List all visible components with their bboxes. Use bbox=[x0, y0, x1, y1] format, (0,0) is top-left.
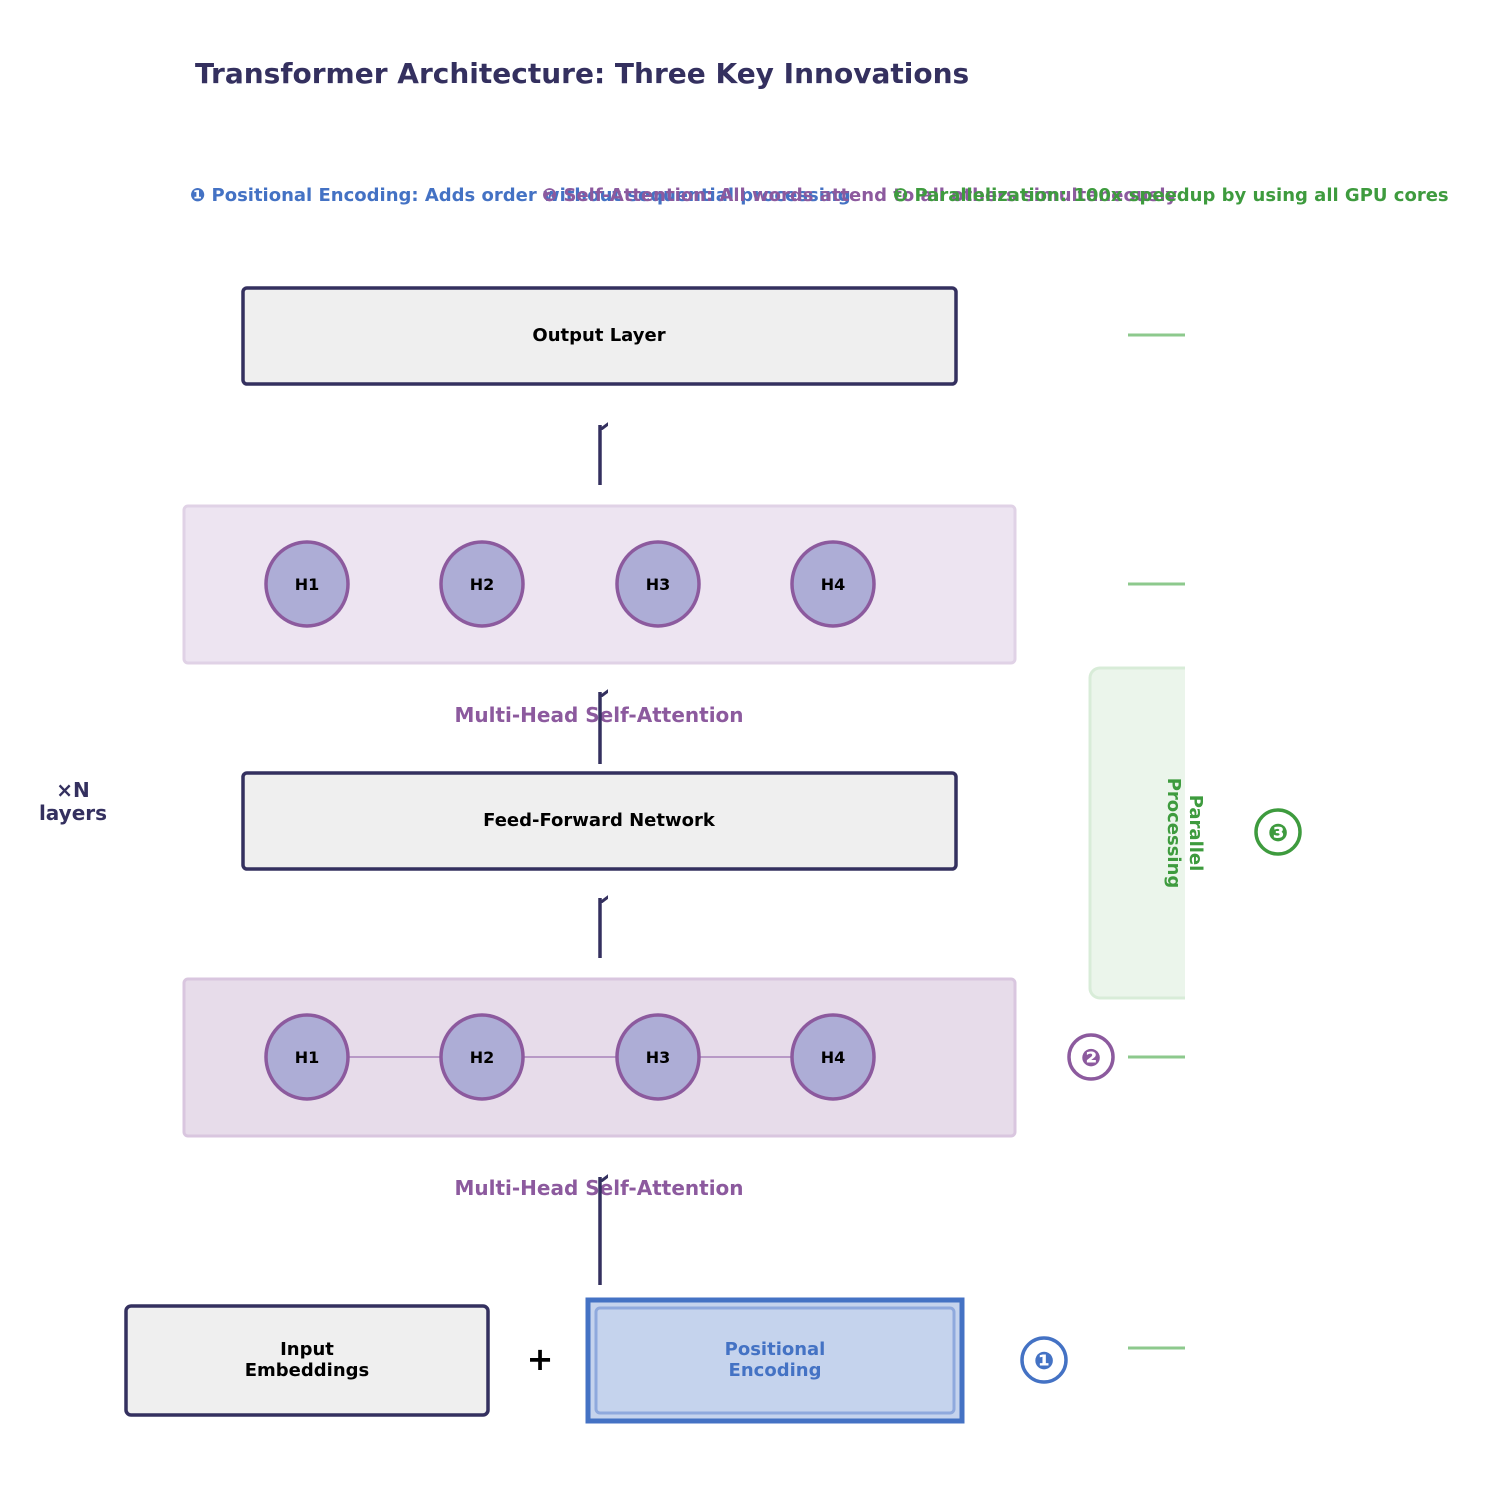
upper-head-label-3: H3 bbox=[646, 575, 671, 594]
legend-positional-encoding: ❶ Positional Encoding: Adds order withou… bbox=[190, 185, 851, 206]
lower-head-label-3: H3 bbox=[646, 1048, 671, 1067]
upper-head-3 bbox=[615, 540, 701, 628]
lower-head-2 bbox=[439, 1013, 525, 1101]
legend-self-attention: ❷ Self-Attention: All words attend to al… bbox=[542, 185, 1178, 206]
legend-parallelization: ❸ Parallelization: 100x speedup by using… bbox=[893, 185, 1449, 206]
lower-head-label-4: H4 bbox=[821, 1048, 846, 1067]
diagram-title: Transformer Architecture: Three Key Inno… bbox=[195, 57, 969, 90]
badge-three: ❸ bbox=[1254, 808, 1302, 856]
positional-encoding-label-line1: Positional bbox=[725, 1339, 826, 1360]
lower-head-label-1: H1 bbox=[295, 1048, 320, 1067]
upper-head-label-1: H1 bbox=[295, 575, 320, 594]
upper-head-1 bbox=[264, 540, 350, 628]
badge-two: ❷ bbox=[1067, 1033, 1115, 1081]
output-layer-box bbox=[241, 286, 958, 386]
parallel-processing-label-line2: Processing bbox=[1163, 778, 1184, 889]
upper-head-2 bbox=[439, 540, 525, 628]
input-embeddings-label-line1: Input bbox=[280, 1339, 334, 1360]
badge-one-glyph: ❶ bbox=[1034, 1347, 1054, 1375]
positional-encoding-box bbox=[585, 1297, 965, 1424]
parallel-processing-label-line1: Parallel bbox=[1185, 795, 1206, 872]
attention-block-upper bbox=[182, 504, 1017, 665]
badge-two-glyph: ❷ bbox=[1081, 1044, 1101, 1072]
upper-head-label-2: H2 bbox=[470, 575, 495, 594]
lower-head-4 bbox=[790, 1013, 876, 1101]
attention-heads-lower: H1 H2 H3 H4 bbox=[264, 1013, 876, 1101]
upper-head-label-4: H4 bbox=[821, 575, 846, 594]
repeat-label-line2: layers bbox=[39, 801, 107, 825]
lower-head-label-2: H2 bbox=[470, 1048, 495, 1067]
input-embeddings-label-line2: Embeddings bbox=[245, 1360, 370, 1381]
parallel-processing-panel: Parallel Processing bbox=[1088, 660, 1225, 1005]
positional-encoding-label-line2: Encoding bbox=[729, 1360, 822, 1381]
input-embeddings-box bbox=[124, 1304, 490, 1417]
feed-forward-box bbox=[241, 771, 958, 871]
upper-head-4 bbox=[790, 540, 876, 628]
lower-head-1 bbox=[264, 1013, 350, 1101]
plus-sign: + bbox=[527, 1340, 554, 1378]
output-layer-label: Output Layer bbox=[532, 325, 665, 346]
repeat-label: ×N bbox=[56, 778, 90, 802]
badge-three-glyph: ❸ bbox=[1268, 819, 1288, 847]
lower-head-3 bbox=[615, 1013, 701, 1101]
badge-one: ❶ bbox=[1020, 1336, 1068, 1384]
attention-heads-upper: H1 H2 H3 H4 bbox=[264, 540, 876, 628]
feed-forward-label: Feed-Forward Network bbox=[483, 810, 716, 831]
